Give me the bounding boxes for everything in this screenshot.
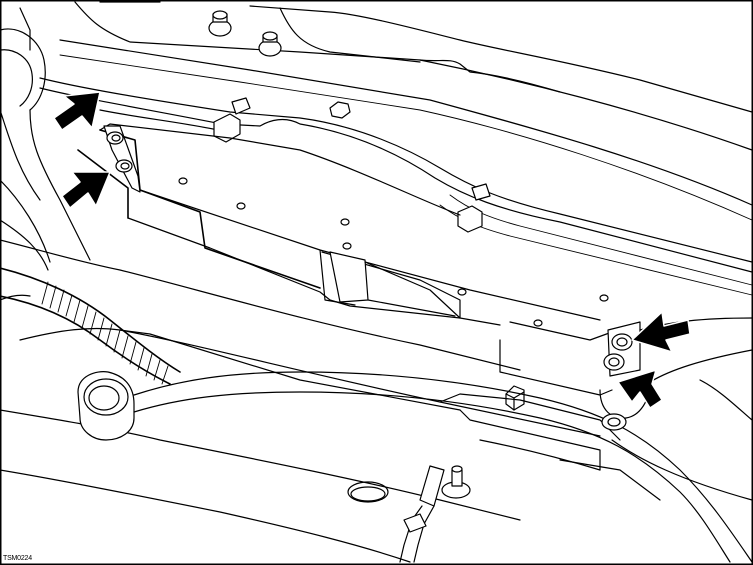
line-clip-left: [213, 97, 251, 143]
right-tube-end: [599, 317, 753, 501]
upper-cowl-panel: [59, 1, 753, 221]
crossmember-bracket: [77, 123, 613, 396]
right-lower-bolt: [603, 353, 625, 371]
callout-arrow-left-lower: [61, 171, 111, 209]
top-bolt-left: [208, 10, 232, 37]
floor-oval-hole: [347, 481, 389, 503]
line-clip-right: [457, 183, 491, 233]
corrugated-harness: [0, 267, 181, 385]
left-upper-bolt: [106, 131, 124, 145]
figure-reference-code: TSM0224: [2, 555, 33, 563]
top-bolt-right: [258, 31, 282, 57]
lower-stud-connector: [399, 465, 471, 563]
left-lower-bolt: [115, 159, 133, 173]
callout-arrow-left-upper: [53, 91, 101, 131]
right-upper-bolt: [611, 333, 633, 351]
round-grommet: [77, 371, 135, 441]
center-nut: [329, 101, 351, 119]
left-hose-loop: [0, 7, 91, 271]
lower-nut: [505, 385, 525, 411]
callout-arrow-right-upper: [631, 311, 691, 353]
callout-arrow-right-lower: [617, 369, 663, 409]
lower-tube: [133, 371, 753, 563]
fuel-lines: [39, 77, 753, 296]
lower-right-panel: [479, 379, 753, 501]
